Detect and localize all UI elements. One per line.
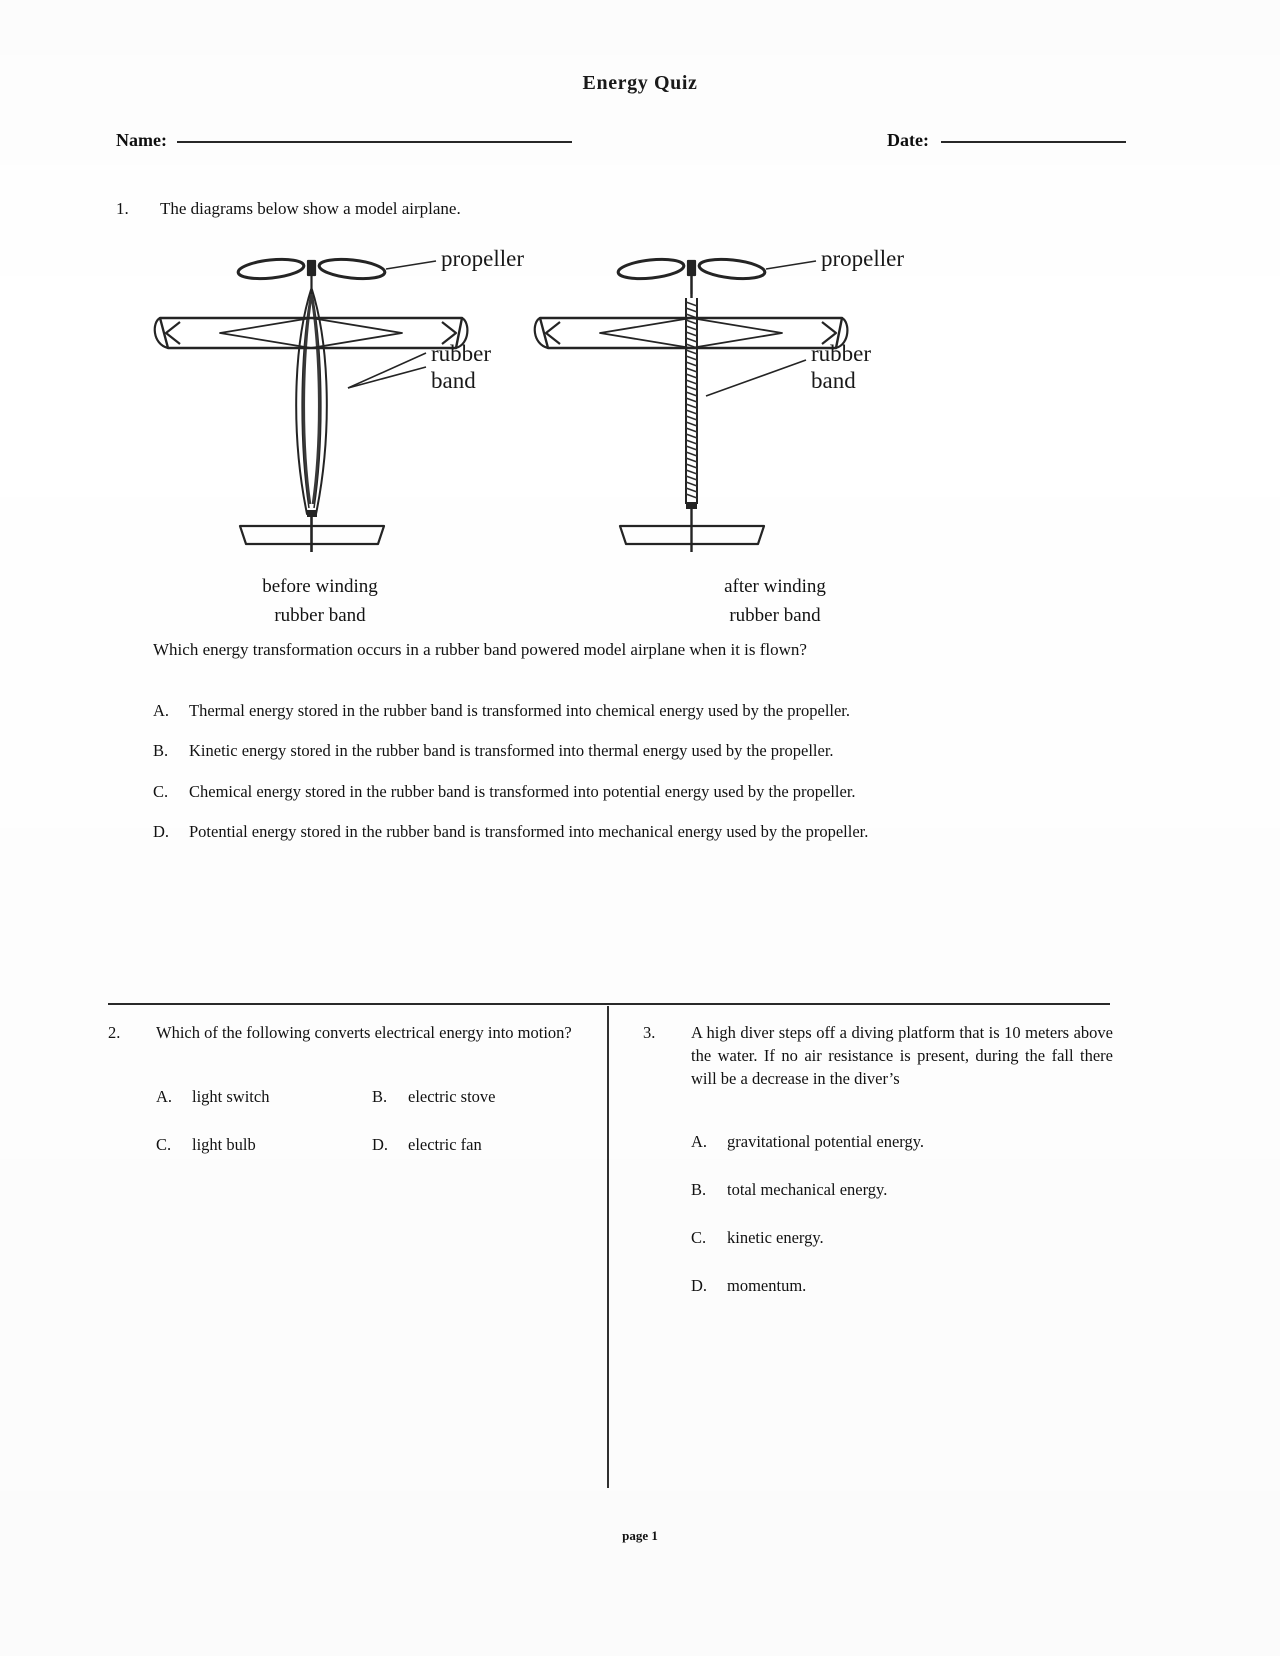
section-divider-horizontal [108, 1003, 1110, 1005]
airplane-diagram-before: propeller rubber band [150, 236, 570, 566]
caption-before-line1: before winding [262, 576, 378, 597]
option-text: light switch [192, 1086, 270, 1106]
caption-after-line1: after winding [724, 576, 826, 597]
name-field-group: Name: [116, 130, 572, 151]
option-row[interactable]: C. light bulb [156, 1135, 372, 1155]
question-1-prompt: Which energy transformation occurs in a … [153, 640, 807, 659]
option-text: Potential energy stored in the rubber ba… [189, 822, 869, 842]
column-divider-vertical [607, 1006, 609, 1488]
date-field-group: Date: [887, 130, 1126, 151]
option-text: Thermal energy stored in the rubber band… [189, 701, 851, 720]
caption-before-line2: rubber band [274, 605, 366, 627]
option-text: electric fan [408, 1134, 482, 1154]
date-label: Date: [887, 130, 929, 150]
airplane-before-icon: propeller rubber band [153, 246, 524, 552]
caption-after-line2: rubber band [729, 605, 821, 627]
label-propeller-after: propeller [821, 246, 904, 271]
label-rubber-after-line1: rubber [811, 341, 871, 366]
option-text: gravitational potential energy. [727, 1132, 925, 1152]
option-text: total mechanical energy. [727, 1180, 888, 1200]
caption-after: after winding rubber band [625, 572, 925, 631]
option-letter: B. [153, 741, 169, 761]
airplane-diagrams: propeller rubber band [140, 236, 1080, 566]
caption-before: before winding rubber band [170, 572, 470, 631]
option-row[interactable]: B. Kinetic energy stored in the rubber b… [153, 740, 1133, 761]
label-rubber-before-line1: rubber [431, 341, 491, 366]
question-3-stem: A high diver steps off a diving platform… [691, 1023, 1113, 1088]
option-text: Chemical energy stored in the rubber ban… [189, 781, 856, 801]
question-1-number: 1. [116, 199, 129, 218]
option-row[interactable]: B. total mechanical energy. [691, 1180, 1113, 1200]
question-2-stem: Which of the following converts electric… [156, 1023, 572, 1042]
option-row[interactable]: A. light switch [156, 1087, 372, 1107]
option-letter: A. [156, 1086, 173, 1106]
option-text: electric stove [408, 1086, 496, 1106]
name-date-row: Name: Date: [116, 130, 1126, 160]
option-row[interactable]: D. momentum. [691, 1276, 1113, 1296]
question-1-intro: The diagrams below show a model airplane… [160, 199, 461, 218]
option-text: kinetic energy. [727, 1228, 824, 1248]
question-2-options: A. light switch B. electric stove C. lig… [156, 1087, 588, 1155]
airplane-diagram-after: propeller rubber band [530, 236, 950, 566]
option-letter: D. [691, 1276, 708, 1296]
name-label: Name: [116, 130, 167, 150]
option-letter: C. [156, 1134, 172, 1154]
question-3-number: 3. [643, 1023, 656, 1042]
label-rubber-after-line2: band [811, 368, 856, 393]
option-row[interactable]: D. Potential energy stored in the rubber… [153, 821, 1133, 842]
label-propeller-before: propeller [441, 246, 524, 271]
option-text: Kinetic energy stored in the rubber band… [189, 741, 834, 761]
option-row[interactable]: A. Thermal energy stored in the rubber b… [153, 700, 1133, 721]
option-letter: B. [691, 1180, 707, 1200]
option-row[interactable]: D. electric fan [372, 1135, 588, 1155]
question-3: 3. A high diver steps off a diving platf… [643, 1022, 1113, 1324]
airplane-after-icon: propeller rubber band [533, 246, 904, 552]
option-letter: B. [372, 1086, 388, 1106]
diagram-captions: before winding rubber band after winding… [140, 572, 1080, 632]
date-input-line[interactable] [941, 141, 1126, 143]
option-letter: A. [691, 1132, 708, 1152]
question-2: 2. Which of the following converts elect… [108, 1022, 588, 1183]
option-row[interactable]: C. Chemical energy stored in the rubber … [153, 781, 1133, 802]
option-row[interactable]: B. electric stove [372, 1087, 588, 1107]
question-1-options: A. Thermal energy stored in the rubber b… [153, 700, 1133, 862]
option-row[interactable]: A. gravitational potential energy. [691, 1132, 1113, 1152]
option-letter: C. [153, 781, 169, 801]
label-rubber-before-line2: band [431, 368, 476, 393]
option-text: momentum. [727, 1276, 807, 1296]
name-input-line[interactable] [176, 141, 572, 143]
option-letter: C. [691, 1228, 707, 1248]
option-letter: D. [153, 822, 170, 842]
question-1: 1. The diagrams below show a model airpl… [116, 198, 1116, 221]
option-letter: A. [153, 701, 170, 720]
option-letter: D. [372, 1134, 389, 1154]
option-row[interactable]: C. kinetic energy. [691, 1228, 1113, 1248]
page-title: Energy Quiz [582, 72, 698, 94]
option-text: light bulb [192, 1134, 256, 1154]
question-2-number: 2. [108, 1023, 121, 1042]
page-footer: page 1 [622, 1528, 658, 1543]
question-3-options: A. gravitational potential energy. B. to… [691, 1132, 1113, 1296]
